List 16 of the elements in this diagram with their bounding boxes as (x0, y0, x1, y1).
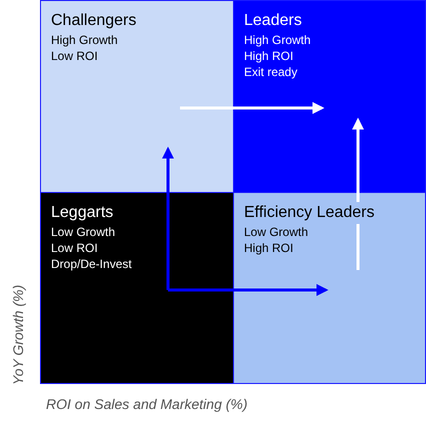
quadrant-title: Efficiency Leaders (244, 202, 374, 224)
y-axis-label: YoY Growth (%) (10, 284, 26, 385)
arrow (168, 284, 328, 296)
quadrant-box (233, 0, 426, 193)
quadrant-description: High ROI (244, 48, 294, 64)
quadrant-description: Drop/De-Invest (51, 256, 132, 272)
quadrant-description: High Growth (244, 32, 311, 48)
arrow (180, 102, 324, 114)
quadrant-box (40, 0, 234, 193)
arrow (162, 146, 174, 290)
quadrant-description: Exit ready (244, 64, 298, 80)
quadrant-box (40, 192, 234, 384)
x-axis-label: ROI on Sales and Marketing (%) (46, 396, 248, 412)
quadrant-description: High ROI (244, 240, 294, 256)
quadrant-box (233, 192, 426, 384)
quadrant-description: High Growth (51, 32, 118, 48)
